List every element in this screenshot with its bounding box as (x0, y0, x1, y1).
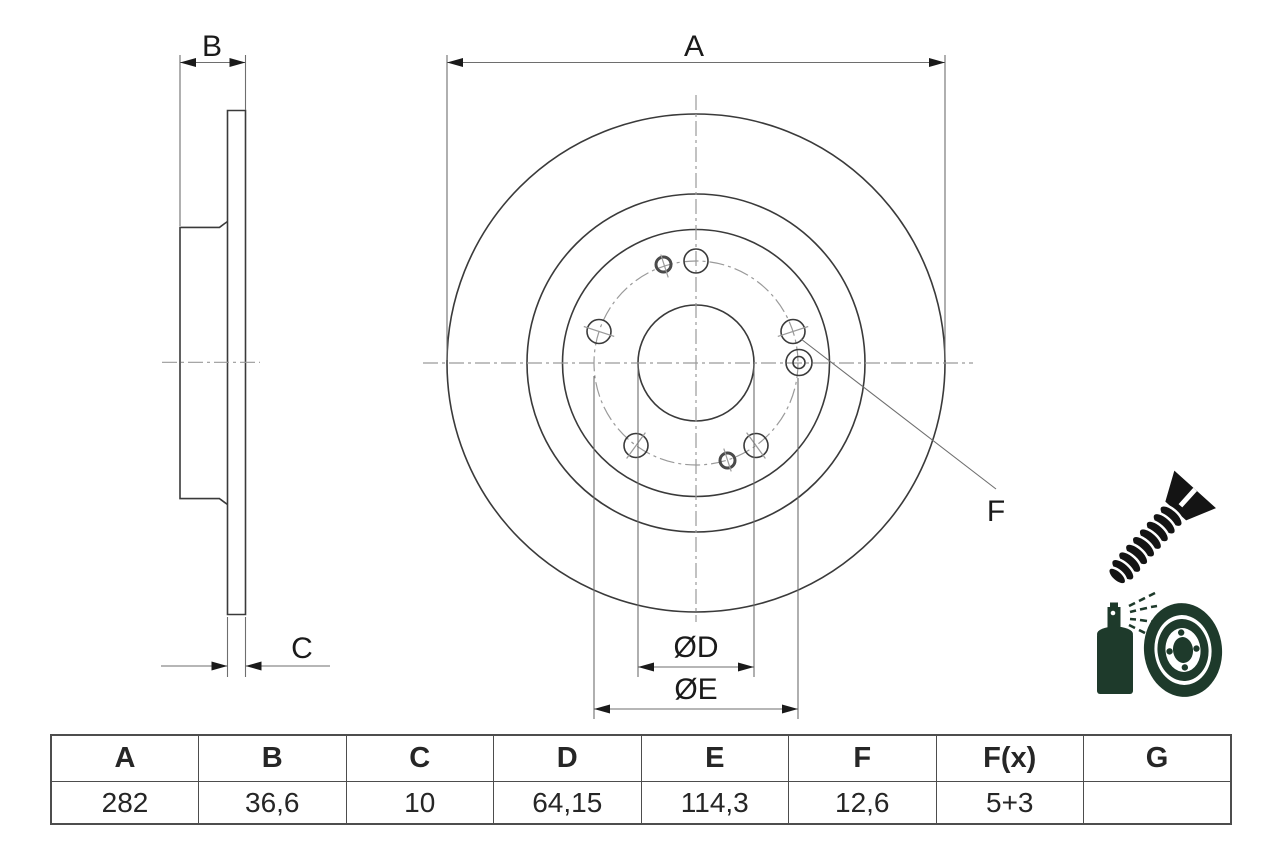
table-value-row: 282 36,6 10 64,15 114,3 12,6 5+3 (50, 781, 1232, 825)
small-screw-holes (654, 254, 813, 472)
dimension-e: ØE (593, 376, 799, 719)
table-header-row: A B C D E F F(x) G (50, 734, 1232, 782)
dimension-a-label: A (684, 30, 704, 63)
side-view (162, 109, 260, 616)
table-header-g: G (1083, 734, 1232, 782)
large-bolt-holes (583, 248, 809, 459)
table-value-g (1083, 781, 1232, 825)
dimension-a: A (446, 30, 946, 360)
dimension-f-label: F (987, 495, 1005, 528)
table-header-b: B (198, 734, 347, 782)
dimension-c-label: C (291, 632, 313, 665)
table-header-fx: F(x) (935, 734, 1084, 782)
table-value-c: 10 (345, 781, 494, 825)
dimension-c: C (161, 617, 330, 677)
table-header-d: D (493, 734, 642, 782)
spray-mist (1128, 591, 1158, 635)
front-view (423, 95, 973, 622)
table-value-d: 64,15 (493, 781, 642, 825)
table-header-e: E (640, 734, 789, 782)
spray-can-brake-disc-icon (1097, 591, 1223, 697)
table-value-fx: 5+3 (935, 781, 1084, 825)
table-value-a: 282 (50, 781, 199, 825)
dimension-d-label: ØD (674, 631, 719, 664)
table-header-f: F (788, 734, 937, 782)
spray-can-icon (1097, 591, 1158, 694)
table-value-e: 114,3 (640, 781, 789, 825)
dimension-table: A B C D E F F(x) G 282 36,6 10 64,15 114… (50, 734, 1232, 825)
dimension-d: ØD (637, 364, 755, 677)
dimension-e-label: ØE (674, 673, 717, 706)
dimension-b-label: B (202, 30, 222, 63)
disc-plate-profile (226, 109, 247, 616)
countersunk-screw-icon (1106, 470, 1216, 586)
disc-hat-profile (179, 220, 228, 506)
brake-disc-icon (1143, 603, 1223, 697)
table-value-f: 12,6 (788, 781, 937, 825)
table-header-a: A (50, 734, 199, 782)
dimension-b: B (179, 30, 247, 226)
table-value-b: 36,6 (198, 781, 347, 825)
table-header-c: C (345, 734, 494, 782)
leader-f: F (800, 338, 1005, 528)
